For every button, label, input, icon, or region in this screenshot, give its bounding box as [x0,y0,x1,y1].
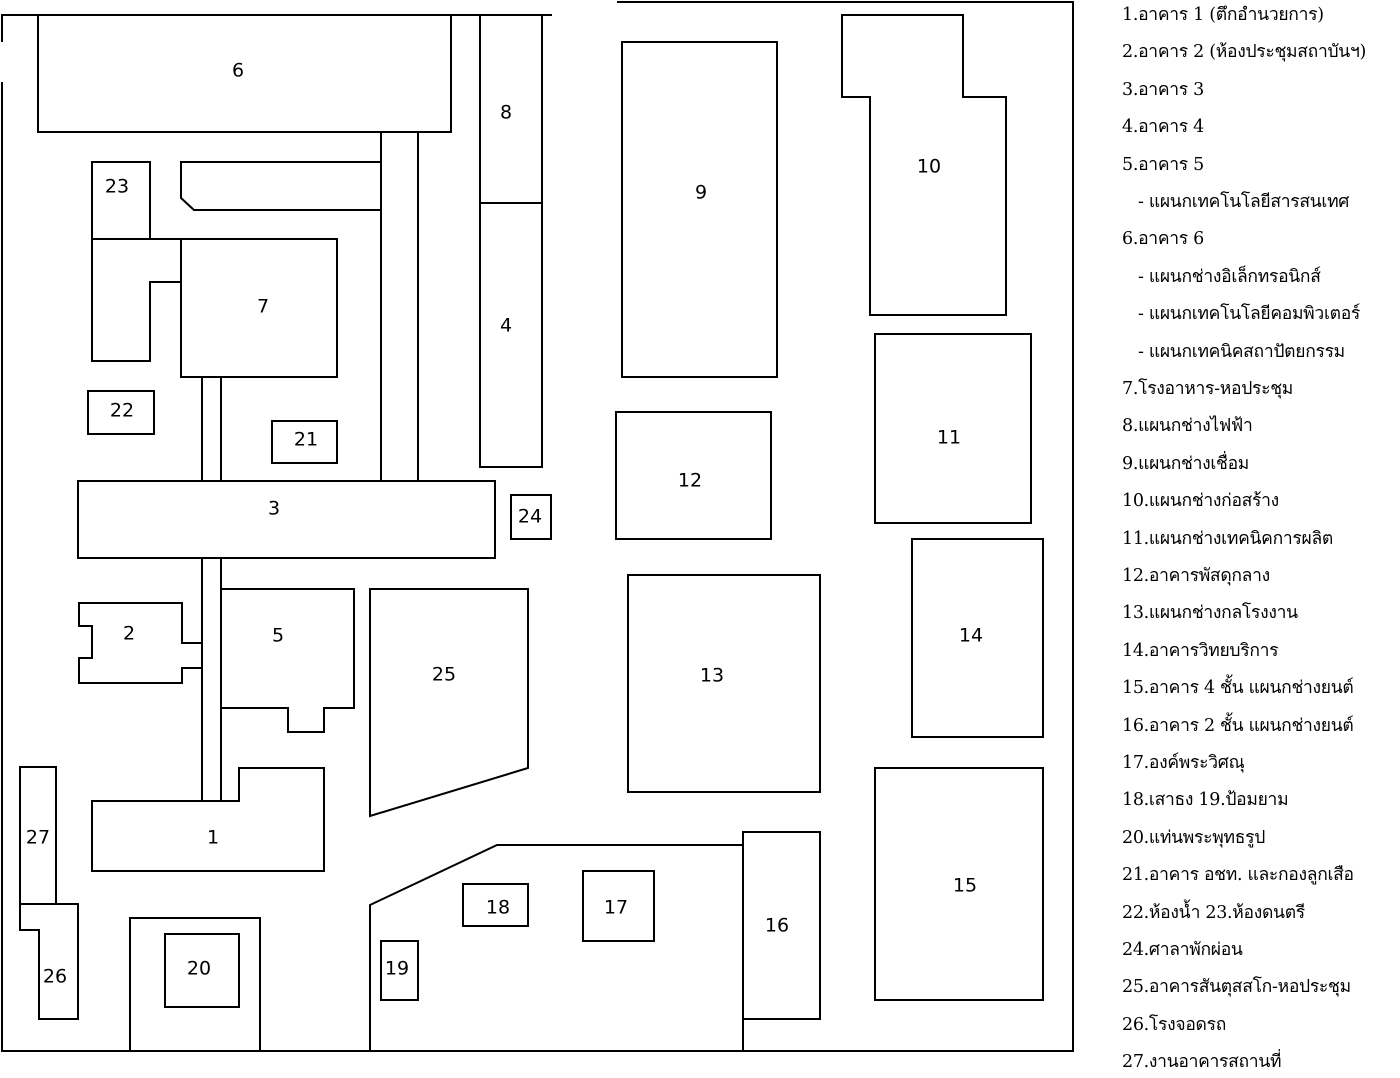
legend-item: 27.งานอาคารสถานที่ [1122,1052,1282,1073]
building-7-wing [91,238,182,362]
legend-item: 10.แผนกช่างก่อสร้าง [1122,491,1279,512]
building-11 [874,333,1032,524]
building-17 [582,870,655,942]
legend-item: 2.อาคาร 2 (ห้องประชุมสถาบันฯ) [1122,42,1366,63]
legend-item: 21.อาคาร อชท. และกองลูกเสือ [1122,865,1354,886]
building-number-21: 21 [294,429,318,451]
building-4 [479,202,543,468]
building-number-8: 8 [500,102,512,124]
building-number-17: 17 [604,897,628,919]
legend-item: 6.อาคาร 6 [1122,229,1204,250]
building-13 [627,574,821,793]
building-labels: 1234567891011121314151617181920212223242… [26,60,983,988]
legend-item: 12.อาคารพัสดุกลาง [1122,566,1270,586]
building-number-14: 14 [959,625,983,647]
building-22 [87,390,155,435]
building-number-18: 18 [486,897,510,919]
building-number-16: 16 [765,915,789,937]
building-18 [462,883,529,927]
campus-boundary-main [1,1,1074,1052]
building-number-20: 20 [187,958,211,980]
building-3 [77,480,496,559]
legend-item: - แผนกเทคโนโลยีคอมพิวเตอร์ [1138,304,1361,325]
building-number-26: 26 [43,966,67,988]
building-1 [91,767,325,872]
building-20 [164,933,240,1008]
walkway-to-building-7 [201,376,222,482]
building-number-15: 15 [953,875,977,897]
building-19 [380,940,419,1001]
legend-item: 24.ศาลาพักผ่อน [1122,940,1243,960]
legend-item: 13.แผนกช่างกลโรงงาน [1122,603,1298,624]
walkway-north [380,131,419,482]
building-2 [78,602,203,684]
building-5 [220,588,355,733]
legend-item: 3.อาคาร 3 [1122,79,1204,100]
map-legend: 1.อาคาร 1 (ตึกอำนวยการ) 2.อาคาร 2 (ห้องปร… [1122,0,1400,1078]
building-number-6: 6 [232,60,244,82]
legend-item: 20.แท่นพระพุทธรูป [1122,827,1266,848]
legend-item: - แผนกช่างอิเล็กทรอนิกส์ [1138,266,1321,287]
building-number-10: 10 [917,156,941,178]
building-21 [271,420,338,464]
legend-item: 7.โรงอาหาร-หอประชุม [1122,379,1294,399]
building-number-23: 23 [105,176,129,198]
legend-item: 5.อาคาร 5 [1122,154,1204,175]
building-7 [180,238,338,378]
building-number-13: 13 [700,665,724,687]
building-12 [615,411,772,540]
legend-item: 16.อาคาร 2 ชั้น แผนกช่างยนต์ [1122,715,1354,736]
legend-item: 26.โรงจอดรถ [1122,1014,1226,1035]
building-number-19: 19 [385,958,409,980]
building-number-3: 3 [268,498,280,520]
legend-item: 25.อาคารสันตุสสโก-หอประชุม [1122,977,1351,998]
legend-item: - แผนกเทคโนโลยีสารสนเทศ [1138,192,1350,212]
legend-item: 18.เสาธง 19.ป้อมยาม [1122,790,1289,811]
building-10 [841,14,1007,316]
legend-item: - แผนกเทคนิคสถาปัตยกรรม [1138,341,1345,362]
zone-south-east [369,844,744,1052]
legend-item: 17.องค์พระวิศณุ [1122,753,1245,773]
legend-item: 15.อาคาร 4 ชั้น แผนกช่างยนต์ [1122,678,1354,699]
legend-item: 4.อาคาร 4 [1122,117,1204,138]
legend-item: 22.ห้องน้ำ 23.ห้องดนตรี [1122,902,1305,923]
building-number-25: 25 [432,664,456,686]
building-number-24: 24 [518,506,542,528]
building-14 [911,538,1044,738]
building-23 [91,161,151,240]
legend-item: 1.อาคาร 1 (ตึกอำนวยการ) [1122,5,1324,25]
building-number-5: 5 [272,625,284,647]
building-25 [369,588,529,818]
legend-item: 8.แผนกช่างไฟฟ้า [1122,416,1253,437]
walkway-south [201,557,222,802]
building-number-11: 11 [937,427,961,449]
building-24 [510,494,552,540]
building-16 [742,831,821,1020]
legend-item: 9.แผนกช่างเชื่อม [1122,453,1250,474]
building-6 [37,14,452,133]
legend-item: 14.อาคารวิทยบริการ [1122,640,1279,661]
building-number-2: 2 [123,623,135,645]
building-number-4: 4 [500,315,512,337]
building-number-12: 12 [678,470,702,492]
legend-item: 11.แผนกช่างเทคนิคการผลิต [1122,528,1333,549]
building-26 [19,903,79,1020]
building-23-annex [180,161,382,211]
building-number-22: 22 [110,400,134,422]
building-9 [621,41,778,378]
building-15 [874,767,1044,1001]
building-number-1: 1 [207,827,219,849]
building-number-7: 7 [257,296,269,318]
building-number-9: 9 [695,182,707,204]
building-number-27: 27 [26,827,50,849]
